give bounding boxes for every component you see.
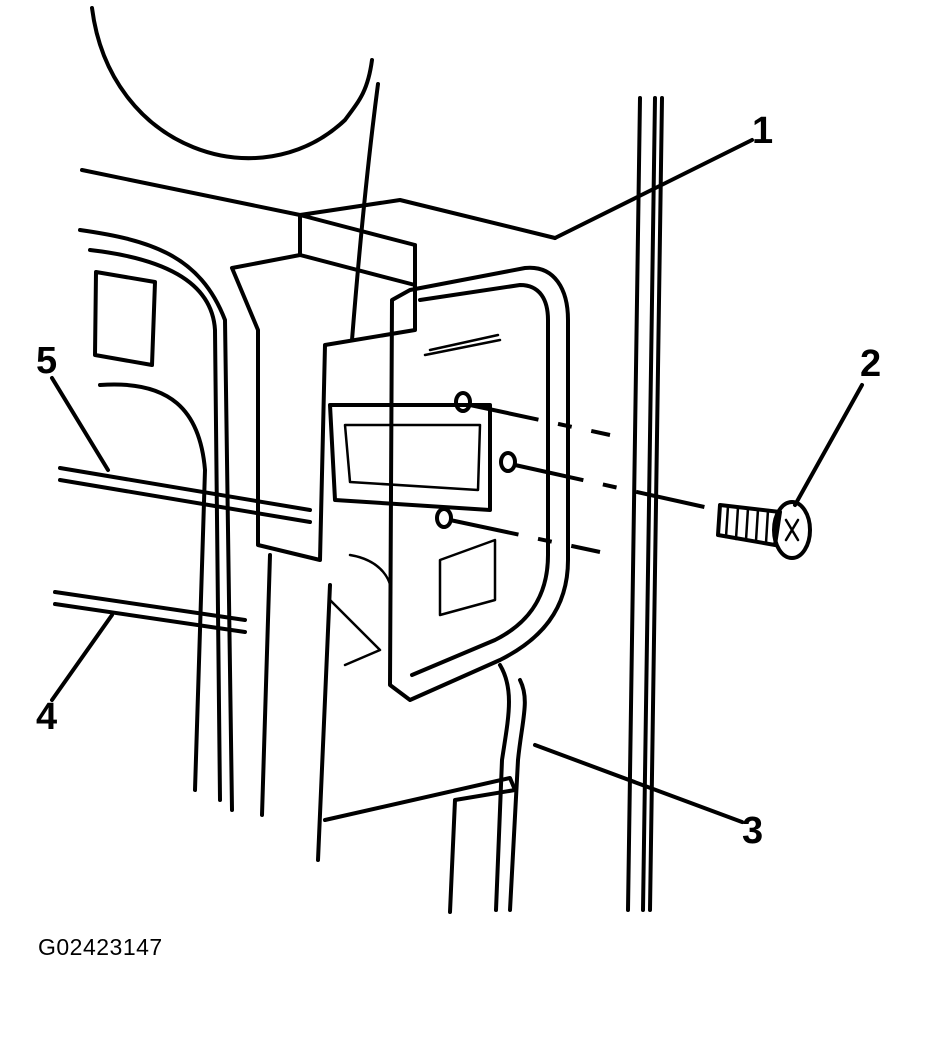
latch-window-inner — [343, 423, 482, 492]
hole-1 — [454, 391, 472, 413]
latch-window — [328, 403, 492, 512]
callout-1: 1 — [752, 110, 774, 152]
lower-vertical-2 — [316, 583, 332, 862]
leader-3 — [533, 743, 744, 824]
inner-panel-outline-2 — [88, 248, 222, 802]
latch-plate — [388, 265, 570, 702]
upper-vertical-rod — [350, 82, 380, 342]
inner-curve — [98, 382, 207, 792]
spring — [423, 333, 502, 357]
upper-rod — [58, 466, 312, 512]
lower-rod — [53, 590, 247, 622]
latch-plate-inner — [410, 283, 550, 677]
leader-4 — [50, 613, 114, 702]
door-edge-outer — [626, 96, 642, 912]
lower-vertical-1 — [260, 553, 272, 817]
align-line-1 — [469, 403, 611, 437]
upper-rod-2 — [58, 478, 312, 524]
upper-panel-edge — [80, 168, 557, 240]
door-lower-curve — [508, 678, 527, 912]
lower-rod-2 — [53, 602, 247, 634]
align-line-2 — [514, 463, 719, 512]
door-edge-inner-2 — [648, 96, 664, 912]
leader-5 — [50, 376, 110, 472]
latch-lower-arm — [438, 538, 497, 617]
callout-4: 4 — [36, 696, 58, 738]
leader-2 — [793, 383, 864, 507]
hole-3 — [435, 507, 453, 529]
hole-2 — [499, 451, 517, 473]
latch-lever — [328, 553, 393, 667]
panel-window-cutout — [93, 270, 157, 367]
figure-id-code: G02423147 — [38, 934, 163, 960]
callout-2: 2 — [860, 343, 882, 385]
door-edge-inner — [641, 96, 657, 912]
latch-housing-top — [298, 213, 417, 287]
callout-5: 5 — [36, 340, 58, 382]
door-lower-curve-2 — [494, 663, 511, 912]
align-line-3 — [449, 518, 601, 554]
callout-3: 3 — [742, 810, 764, 852]
latch-housing — [230, 253, 417, 562]
lower-wedge — [323, 776, 517, 914]
inner-panel-outline — [78, 228, 234, 812]
leader-1 — [553, 138, 754, 240]
bolt — [716, 500, 812, 560]
window-frame-curve — [90, 6, 374, 161]
